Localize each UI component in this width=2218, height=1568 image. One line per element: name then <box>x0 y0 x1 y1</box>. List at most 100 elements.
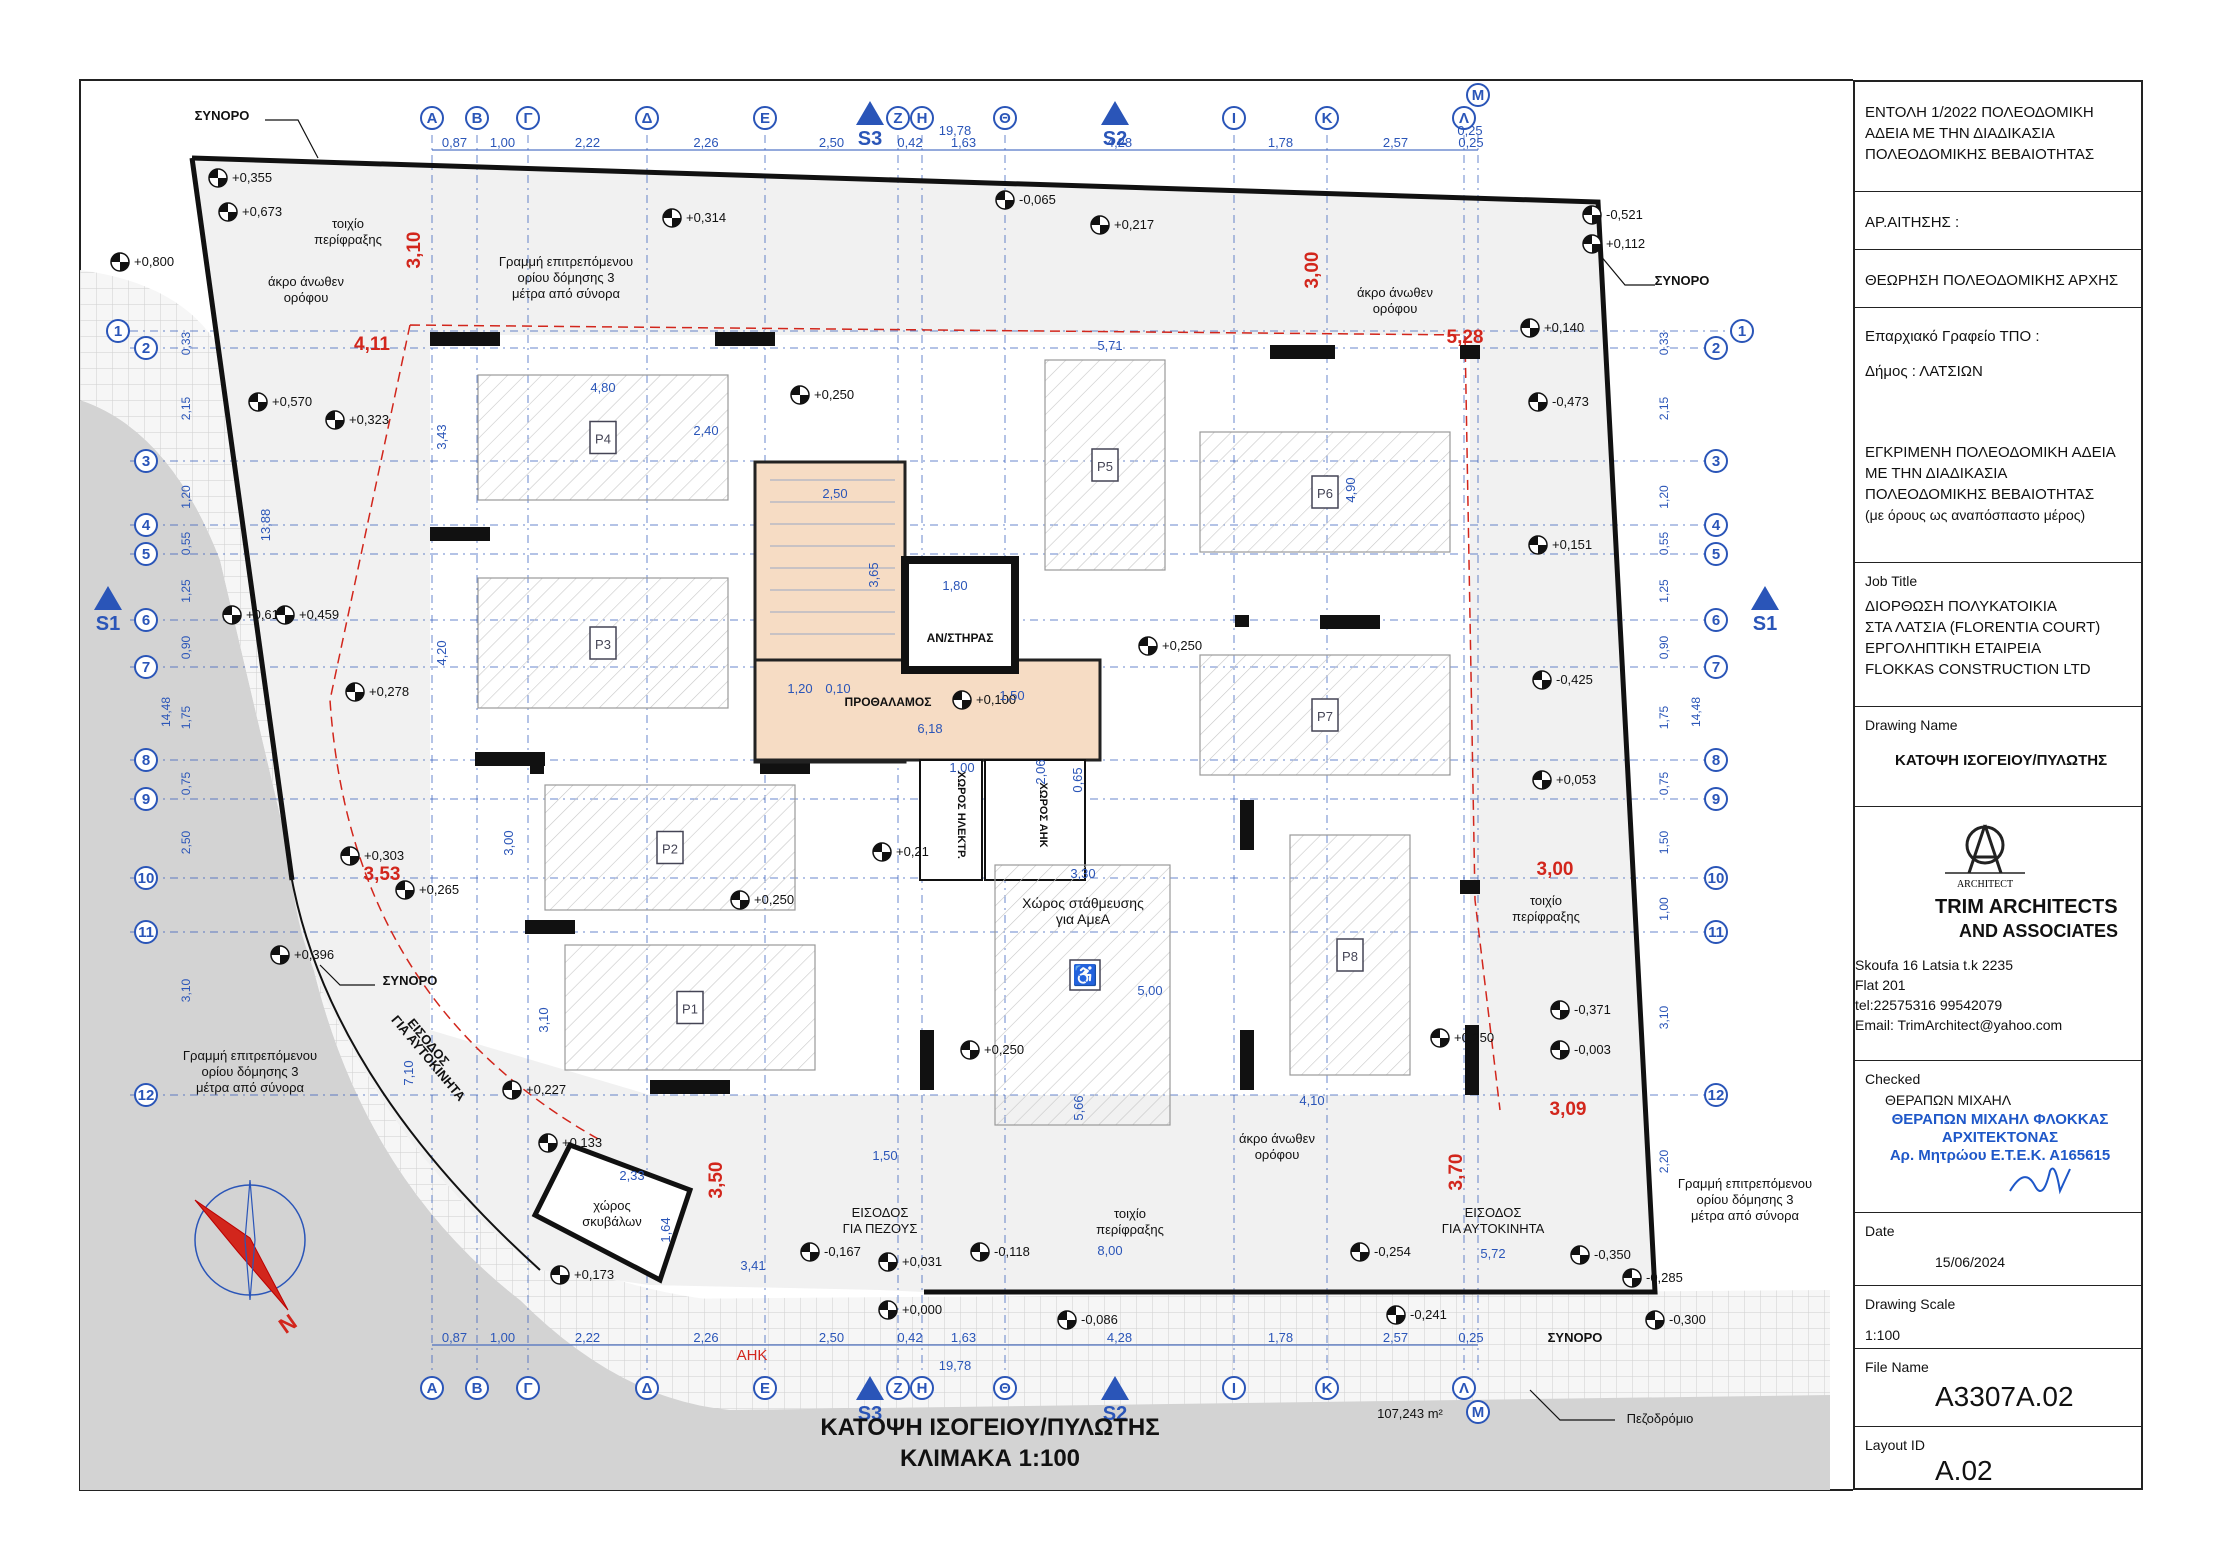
title-block: ΕΝΤΟΛΗ 1/2022 ΠΟΛΕΟΔΟΜΙΚΗ ΑΔΕΙΑ ΜΕ ΤΗΝ Δ… <box>1853 80 2143 1490</box>
electrical-label: ΧΩΡΟΣ ΗΛΕΚΤΡ. <box>955 771 967 859</box>
grid-row-label: 1 <box>1738 323 1746 340</box>
parking-sign-label: P8 <box>1342 949 1358 964</box>
elevator-shaft <box>901 556 1019 674</box>
level-label: +0,053 <box>1556 772 1596 787</box>
grid-row-label: 11 <box>138 924 154 941</box>
tb-firm-line2: AND ASSOCIATES <box>1959 921 2119 941</box>
level-mark-fill <box>1583 206 1601 224</box>
tb-theorisi: ΘΕΩΡΗΣΗ ΠΟΛΕΟΔΟΜΙΚΗΣ ΑΡΧΗΣ <box>1855 250 2141 308</box>
level-label: +0,278 <box>369 684 409 699</box>
level-label: +0,140 <box>1544 320 1584 335</box>
inner-dimension: 3,41 <box>740 1258 765 1273</box>
level-mark-fill <box>539 1134 557 1152</box>
level-mark-fill <box>396 881 414 899</box>
grid-row-label: 7 <box>142 659 150 676</box>
level-label: +0,031 <box>902 1254 942 1269</box>
grid-row-label: 4 <box>1712 517 1721 534</box>
dim-text: 2,57 <box>1383 135 1408 150</box>
red-dimension: 3,50 <box>706 1162 727 1199</box>
parking-sign-label: P5 <box>1097 459 1113 474</box>
level-label: +0,250 <box>984 1042 1024 1057</box>
grid-col-label: Δ <box>642 1380 653 1397</box>
grid-col-label: Ε <box>760 110 770 127</box>
build-limit-label: μέτρα από σύνορα <box>196 1080 305 1095</box>
signature <box>2009 1167 2071 1195</box>
grid-row-label: 11 <box>1708 924 1724 941</box>
grid-col-label: Λ <box>1459 110 1469 127</box>
section-arrow <box>1101 101 1129 125</box>
grid-col-bubble <box>1222 1376 1246 1400</box>
grid-col-bubble <box>1315 106 1339 130</box>
tb-address-line: Flat 201 <box>1855 977 1906 993</box>
walls <box>189 155 1658 1295</box>
tb-address-line: Skoufa 16 Latsia t.k 2235 <box>1855 957 2013 973</box>
inner-dimension: 1,64 <box>658 1217 673 1242</box>
north-arrow-cross <box>244 1179 256 1301</box>
firm-logo: ARCHITECT <box>1945 824 2025 890</box>
parking-sign <box>1311 698 1339 732</box>
dim-text-right: 0,75 <box>1657 771 1671 795</box>
tb-drawing-name-value: ΚΑΤΟΨΗ ΙΣΟΓΕΙΟΥ/ΠΥΛΩΤΗΣ <box>1895 752 2108 769</box>
parking-sign-label: P3 <box>595 637 611 652</box>
grid-col-label: Μ <box>1472 87 1485 104</box>
grid-row-bubble <box>1704 787 1728 811</box>
dim-text: 0,25 <box>1458 135 1483 150</box>
grid-col-bubble <box>516 106 540 130</box>
accessible-bay-label: για ΑμεΑ <box>1056 911 1111 927</box>
column <box>920 1030 934 1090</box>
accessible-icon <box>1069 959 1101 991</box>
grid-col-bubble <box>420 106 444 130</box>
wall-label: τοιχίο <box>332 216 364 231</box>
inner-dimension: 2,50 <box>822 486 847 501</box>
level-mark-fill <box>341 847 359 865</box>
inner-dimension: 1,50 <box>999 688 1024 703</box>
tb-egkrimeni: ΕΓΚΡΙΜΕΝΗ ΠΟΛΕΟΔΟΜΙΚΗ ΑΔΕΙΑ ΜΕ ΤΗΝ ΔΙΑΔΙ… <box>1865 444 2115 503</box>
grid-row-label: 10 <box>138 870 155 887</box>
leader <box>265 119 319 159</box>
inner-dimension: 3,30 <box>1070 866 1095 881</box>
wall-label: περίφραξης <box>1512 909 1580 924</box>
level-label: -0,241 <box>1410 1307 1447 1322</box>
grid-col-bubble <box>420 1376 444 1400</box>
column <box>530 760 544 774</box>
tb-file: File Name A3307A.02 <box>1855 1349 2141 1427</box>
parking-sign <box>1091 448 1119 482</box>
column <box>1240 800 1254 850</box>
dim-text-right: 1,50 <box>1657 830 1671 854</box>
level-mark-fill <box>663 209 681 227</box>
site-boundary <box>191 155 1658 1295</box>
dim-text: 2,57 <box>1383 1330 1408 1345</box>
dim-text: 4,28 <box>1107 1330 1132 1345</box>
level-label: +0,100 <box>976 692 1016 707</box>
grid-row-bubble <box>1704 866 1728 890</box>
grid-row-bubble <box>134 655 158 679</box>
parking-sign <box>656 830 684 865</box>
tb-eparxiako: Επαρχιακό Γραφείο ΤΠΟ : <box>1865 328 2040 345</box>
level-mark-fill <box>271 946 289 964</box>
column <box>650 1080 730 1094</box>
parking-sign-label: P4 <box>595 432 611 447</box>
refuse-label: σκυβάλων <box>582 1214 642 1229</box>
level-mark-fill <box>1529 393 1547 411</box>
tb-job-line: ΕΡΓΟΛΗΠΤΙΚΗ ΕΤΑΙΡΕΙΑ <box>1865 640 2042 657</box>
level-label: +0,250 <box>754 892 794 907</box>
dim-text-right: 2,20 <box>1657 1149 1671 1173</box>
grid-col-bubble <box>635 106 659 130</box>
tb-address-line: Email: TrimArchitect@yahoo.com <box>1855 1017 2063 1033</box>
parking-sign-label: P1 <box>682 1002 698 1017</box>
wall-label: τοιχίο <box>1114 1206 1146 1221</box>
inner-dimension: 1,20 <box>787 681 812 696</box>
grid-row-label: 6 <box>142 612 150 629</box>
level-label: +0,673 <box>242 204 282 219</box>
parking-sign-label: P7 <box>1317 709 1333 724</box>
dim-text-left: 3,10 <box>179 978 193 1002</box>
level-label: +0,459 <box>299 607 339 622</box>
level-label: -0,350 <box>1594 1247 1631 1262</box>
inner-dimension: 8,00 <box>1097 1243 1122 1258</box>
column <box>525 920 575 934</box>
site-boundary-curve <box>291 879 541 1271</box>
level-mark-fill <box>1646 1311 1664 1329</box>
